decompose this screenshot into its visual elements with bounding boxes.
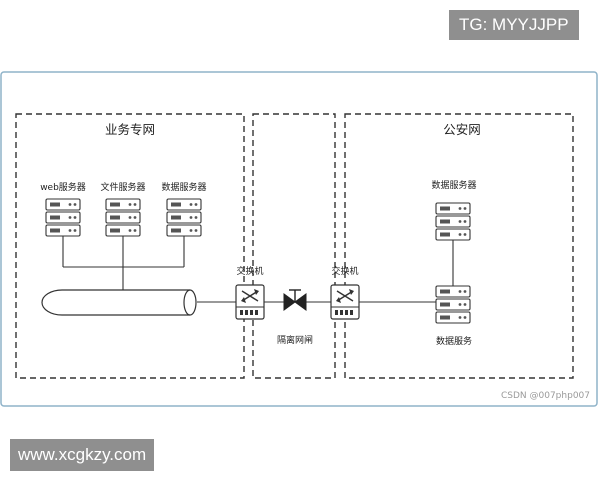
data-service-icon <box>436 286 470 323</box>
zone-business-label: 业务专网 <box>105 122 155 137</box>
zone-police-label: 公安网 <box>443 122 481 137</box>
switch-right-label: 交换机 <box>331 265 358 277</box>
csdn-watermark: CSDN @007php007 <box>501 391 590 401</box>
site-badge: www.xcgkzy.com <box>10 439 155 471</box>
switch-left-icon <box>235 284 265 320</box>
tg-badge: TG: MYYJJPP <box>449 10 579 40</box>
zone-gateway <box>252 113 336 379</box>
zone-police <box>344 113 574 379</box>
isolation-gateway-icon <box>283 289 307 311</box>
db-server-left-label: 数据服务器 <box>161 181 206 193</box>
db-server-right-icon <box>436 203 470 240</box>
web-server-icon <box>46 199 80 236</box>
business-bus-cylinder <box>41 289 197 316</box>
file-server-label: 文件服务器 <box>100 181 145 193</box>
db-server-left-icon <box>167 199 201 236</box>
zone-business <box>15 113 245 379</box>
web-server-label: web服务器 <box>40 181 86 193</box>
connection-lines <box>197 240 454 303</box>
db-server-right-label: 数据服务器 <box>431 179 476 191</box>
switch-right-icon <box>330 284 360 320</box>
outer-frame <box>0 71 598 407</box>
data-service-label: 数据服务 <box>436 335 472 347</box>
switch-left-label: 交换机 <box>236 265 263 277</box>
business-bus-wires <box>62 236 185 290</box>
isolation-gateway-label: 隔离网闸 <box>277 334 313 346</box>
file-server-icon <box>106 199 140 236</box>
